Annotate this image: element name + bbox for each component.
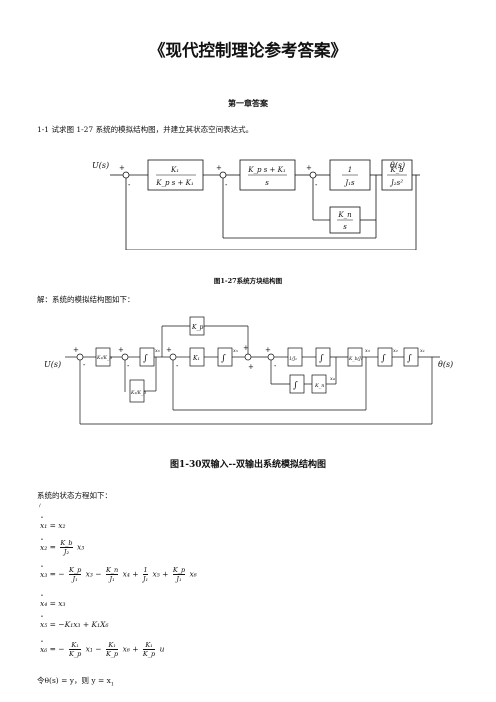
fig2-label-x2: x₂ bbox=[393, 348, 398, 354]
equation-5: x₅ = −K₁x₃ + K₁X₆ bbox=[40, 620, 108, 629]
fig1-block3-num: 1 bbox=[348, 166, 352, 174]
fig2-plus-6: + bbox=[265, 346, 271, 354]
figure-1-27-caption: 图1-27系统方块结构图 bbox=[213, 277, 283, 285]
equation-4: x₄ = x₃ bbox=[40, 599, 66, 608]
fig2-output-label: θ(s) bbox=[438, 360, 453, 369]
fig2-integ-2: ∫ bbox=[221, 354, 226, 364]
fig2-block-kn: K_n bbox=[314, 383, 324, 389]
fig1-feedback-num: K_n bbox=[337, 211, 352, 219]
fig1-block4-num: K_b bbox=[389, 166, 404, 174]
fig1-plus-3: + bbox=[306, 164, 312, 172]
fig2-minus-4: - bbox=[274, 362, 277, 370]
fig2-integ-3: ∫ bbox=[319, 354, 324, 364]
figure-1-30-simulation-diagram: U(s) θ(s) K₁/K_p ∫ K_p K₁/K_p K₁ ∫ 1/J₁ … bbox=[44, 316, 453, 425]
fig2-minus-1: - bbox=[83, 361, 86, 369]
fig2-block-kp: K_p bbox=[191, 324, 203, 331]
fig1-minus-3: - bbox=[315, 181, 318, 189]
fig1-minus-2: - bbox=[225, 181, 228, 189]
fig1-block1-num: K₁ bbox=[170, 166, 179, 174]
fig2-block-k1-kp: K₁/K_p bbox=[96, 355, 112, 361]
fig2-block-k1: K₁ bbox=[192, 355, 200, 362]
fig2-label-x5: x₅ bbox=[233, 348, 238, 354]
fig2-plus-2: + bbox=[118, 346, 124, 354]
question-text: 1-1 试求图 1-27 系统的模拟结构图，并建立其状态空间表达式。 bbox=[37, 125, 254, 134]
fig1-block2-den: s bbox=[265, 179, 269, 187]
fig1-block2-num: K_p s + K₁ bbox=[247, 166, 286, 174]
fig2-plus-3: + bbox=[166, 346, 172, 354]
equation-6: x₆ = − K₁K_p x₁ − K₁K_p x₆ + K₁K_p u bbox=[40, 641, 164, 658]
fig2-plus-5: + bbox=[248, 363, 254, 371]
chapter-heading: 第一章答案 bbox=[228, 99, 268, 108]
fig2-label-x6: x₆ bbox=[155, 348, 160, 354]
fig2-integ-1: ∫ bbox=[143, 354, 148, 364]
fig1-block3-den: J₁s bbox=[343, 179, 355, 187]
fig2-block-kb: K_b/J₂ bbox=[348, 356, 363, 362]
figure-1-30-caption: 图1-30双输入--双输出系统模拟结构图 bbox=[170, 460, 326, 470]
fig2-label-x4: x₄ bbox=[330, 376, 335, 382]
fig1-plus-1: + bbox=[119, 164, 125, 172]
fig2-plus-4: + bbox=[243, 344, 249, 352]
fig2-plus-1: + bbox=[73, 346, 79, 354]
state-equation-intro: 系统的状态方程如下： bbox=[37, 491, 112, 500]
fig2-label-x3: x₃ bbox=[365, 348, 370, 354]
fig1-output-label: θ(s) bbox=[390, 161, 405, 170]
fig1-feedback-den: s bbox=[343, 223, 347, 231]
figure-1-27-block-diagram: U(s) θ(s) K₁ K_p s + K₁ K_p s + K₁ s 1 J… bbox=[92, 159, 420, 250]
equation-1: x₁ = x₂ bbox=[40, 521, 66, 530]
stray-mark: / bbox=[39, 503, 41, 509]
equation-3: x₃ = − K_pJ₁ x₃ − K_nJ₁ x₄ + 1J₁ x₅ + K_… bbox=[40, 566, 197, 583]
fig2-minus-2: - bbox=[127, 362, 130, 370]
fig1-plus-2: + bbox=[216, 164, 222, 172]
fig2-integ-5: ∫ bbox=[407, 354, 412, 364]
fig2-block-fb: K₁/K_p bbox=[130, 390, 146, 396]
fig2-input-label: U(s) bbox=[44, 360, 61, 369]
fig2-integ-6: ∫ bbox=[293, 381, 298, 391]
output-definition: 令θ(s) = y，则 y = x1 bbox=[37, 676, 115, 688]
page-title: 《现代控制理论参考答案》 bbox=[149, 41, 347, 60]
fig1-minus-1: - bbox=[128, 181, 131, 189]
fig2-integ-4: ∫ bbox=[381, 354, 386, 364]
equation-2: x₂ = K_bJ₂ x₃ bbox=[40, 539, 84, 556]
fig2-minus-3: - bbox=[176, 362, 179, 370]
fig2-label-x1: x₁ bbox=[420, 348, 425, 354]
fig2-block-j1: 1/J₁ bbox=[289, 356, 297, 362]
fig1-block1-den: K_p s + K₁ bbox=[155, 179, 194, 187]
fig1-block4-den: J₂s² bbox=[389, 179, 403, 187]
solution-intro: 解：系统的模拟结构图如下： bbox=[37, 295, 135, 304]
fig1-input-label: U(s) bbox=[92, 161, 109, 170]
